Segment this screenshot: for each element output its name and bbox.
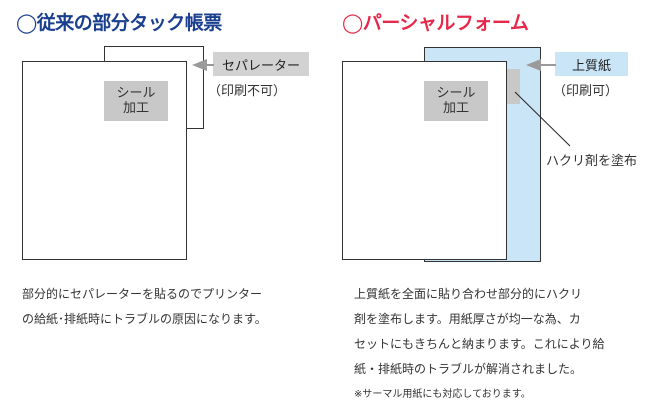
right-description-line: 剤を塗布します。用紙厚さが均一な為、カ [354,312,581,326]
right-seal-tag: シール 加工 [424,81,488,121]
right-description-line: 上質紙を全面に貼り合わせ部分的にハクリ [354,287,583,301]
left-description-line1: 部分的にセパレーターを貼るのでプリンター [22,287,263,301]
left-seal-line1: シール [116,86,156,101]
right-seal-line2: 加工 [442,101,469,116]
right-description: 上質紙を全面に貼り合わせ部分的にハクリ 剤を塗布します。用紙厚さが均一な為、カ … [354,282,654,382]
separator-label: セパレーター [213,52,309,76]
left-seal-tag: シール 加工 [104,81,168,121]
top-paper-note: （印刷可） [553,84,619,99]
top-paper-label: 上質紙 [555,52,628,76]
separator-arrow-head [192,59,207,71]
left-description: 部分的にセパレーターを貼るのでプリンター の給紙･排紙時にトラブルの原因になりま… [22,282,322,332]
left-seal-line2: 加工 [122,101,149,116]
right-description-line: 紙・排紙時のトラブルが解消されました。 [354,362,583,376]
left-description-line2: の給紙･排紙時にトラブルの原因になります。 [22,312,267,326]
top-paper-arrow-head [526,59,541,71]
separator-note: （印刷不可） [208,84,287,99]
left-title: ◯従来の部分タック帳票 [16,12,222,34]
right-description-line: セットにもきちんと納まります。これにより給 [354,337,605,351]
release-agent-area [507,69,520,104]
release-agent-leader [514,91,571,147]
release-agent-label: ハクリ剤を塗布 [546,154,638,169]
thermal-footnote: ※サーマル用紙にも対応しております。 [354,389,531,400]
right-seal-line1: シール [436,86,476,101]
right-title: ◯パーシャルフォーム [342,12,529,34]
